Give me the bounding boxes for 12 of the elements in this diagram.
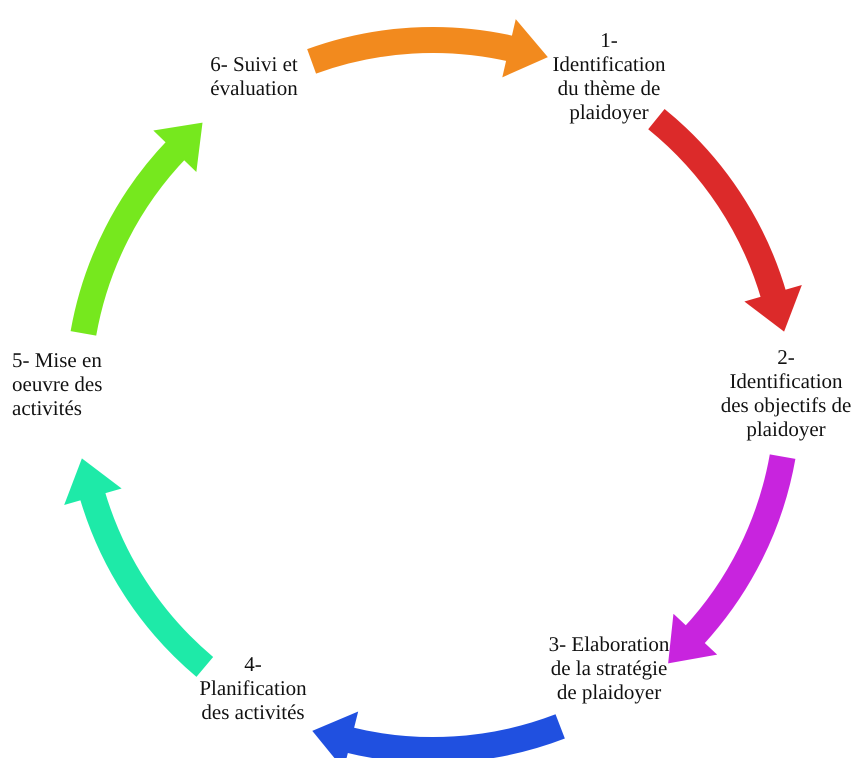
- curved-arrow: [308, 18, 548, 78]
- curved-arrow: [648, 110, 802, 331]
- step-label: 2- Identification des objectifs de plaidoyer: [720, 345, 852, 441]
- step-label: 4- Planification des activités: [188, 652, 318, 724]
- step-label: 5- Mise en oeuvre des activités: [12, 348, 144, 420]
- curved-arrow: [312, 710, 564, 758]
- step-label: 1- Identification du thème de plaidoyer: [543, 28, 675, 124]
- curved-arrow: [64, 459, 214, 676]
- step-label: 6- Suivi et évaluation: [192, 52, 316, 100]
- curved-arrow: [670, 454, 796, 665]
- step-label: 3- Elaboration de la stratégie de plaidoyer: [548, 632, 670, 704]
- curved-arrow: [70, 121, 201, 336]
